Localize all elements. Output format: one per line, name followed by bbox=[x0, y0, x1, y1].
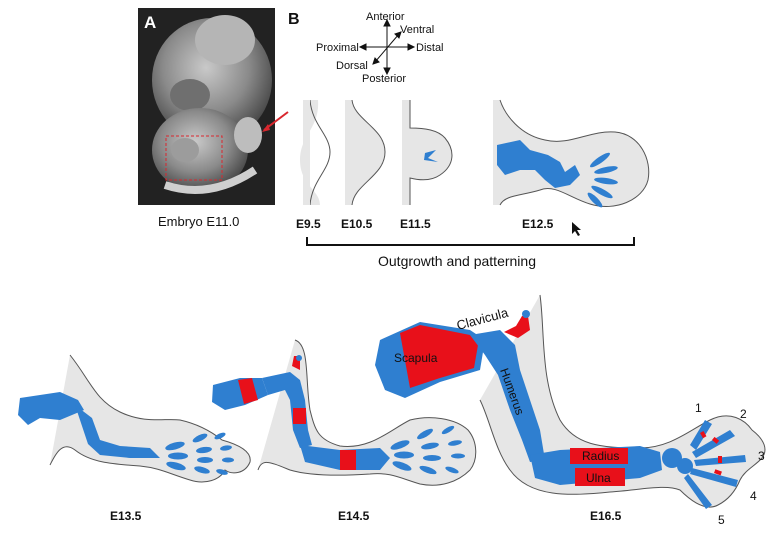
clavicula-bone bbox=[504, 316, 530, 338]
limb-e16-5 bbox=[375, 294, 766, 509]
humerus bbox=[470, 330, 545, 462]
panel-a-letter: A bbox=[144, 13, 156, 32]
e16-5-skeleton bbox=[375, 310, 746, 509]
mouse-cursor-icon bbox=[572, 222, 581, 236]
e14-5-skeleton bbox=[212, 355, 465, 475]
orientation-compass bbox=[358, 18, 416, 76]
axis-proximal-label: Proximal bbox=[316, 42, 359, 54]
bracket-label: Outgrowth and patterning bbox=[378, 253, 536, 269]
stage-label-e13-5: E13.5 bbox=[110, 509, 142, 523]
e11-5-condensation bbox=[424, 150, 438, 162]
stage-label-e9-5: E9.5 bbox=[296, 217, 321, 231]
outgrowth-bracket bbox=[306, 237, 635, 246]
panel-b-letter: B bbox=[288, 11, 300, 28]
arrow-head bbox=[262, 124, 270, 132]
limb-e13-5 bbox=[18, 354, 251, 483]
limb-bud-e9-5 bbox=[300, 99, 331, 206]
digit-label-1: 1 bbox=[695, 401, 702, 415]
digit-label-4: 4 bbox=[750, 489, 757, 503]
axis-posterior-label: Posterior bbox=[362, 73, 406, 85]
e16-5-hand bbox=[662, 420, 746, 509]
stage-label-e11-5: E11.5 bbox=[400, 217, 431, 231]
limb-bud-e11-5 bbox=[402, 100, 453, 205]
digit-label-3: 3 bbox=[758, 449, 765, 463]
stage-label-e12-5: E12.5 bbox=[522, 217, 554, 231]
axis-dorsal-label: Dorsal bbox=[336, 60, 368, 72]
stage-label-e14-5: E14.5 bbox=[338, 509, 370, 523]
axis-anterior-label: Anterior bbox=[366, 11, 405, 23]
stage-label-e16-5: E16.5 bbox=[590, 509, 622, 523]
scapula-bone bbox=[400, 325, 478, 388]
panel-a-caption: Embryo E11.0 bbox=[158, 214, 239, 229]
e12-5-cartilage-primordia bbox=[497, 140, 618, 208]
region-highlight-box bbox=[165, 135, 223, 181]
limb-e14-5 bbox=[212, 339, 477, 486]
ulna-bone bbox=[575, 468, 625, 486]
panel-a: A Embryo E11.0 bbox=[138, 8, 289, 229]
axis-ventral-label: Ventral bbox=[400, 24, 434, 36]
limb-bud-e10-5 bbox=[345, 99, 386, 206]
e13-5-cartilage bbox=[18, 392, 234, 475]
stage-label-e10-5: E10.5 bbox=[341, 217, 373, 231]
panel-b: B Anterior Ventral Proximal Distal Dorsa… bbox=[288, 11, 650, 269]
limb-bud-e12-5 bbox=[493, 99, 650, 208]
digit-label-2: 2 bbox=[740, 407, 747, 421]
clavicula-label: Clavicula bbox=[455, 305, 511, 333]
digit-label-5: 5 bbox=[718, 513, 725, 527]
ulna-label: Ulna bbox=[586, 471, 611, 485]
axis-distal-label: Distal bbox=[416, 42, 444, 54]
scapula-label: Scapula bbox=[394, 351, 438, 365]
radius-bone bbox=[570, 448, 628, 464]
embryo-image bbox=[152, 15, 272, 194]
radius-label: Radius bbox=[582, 449, 619, 463]
